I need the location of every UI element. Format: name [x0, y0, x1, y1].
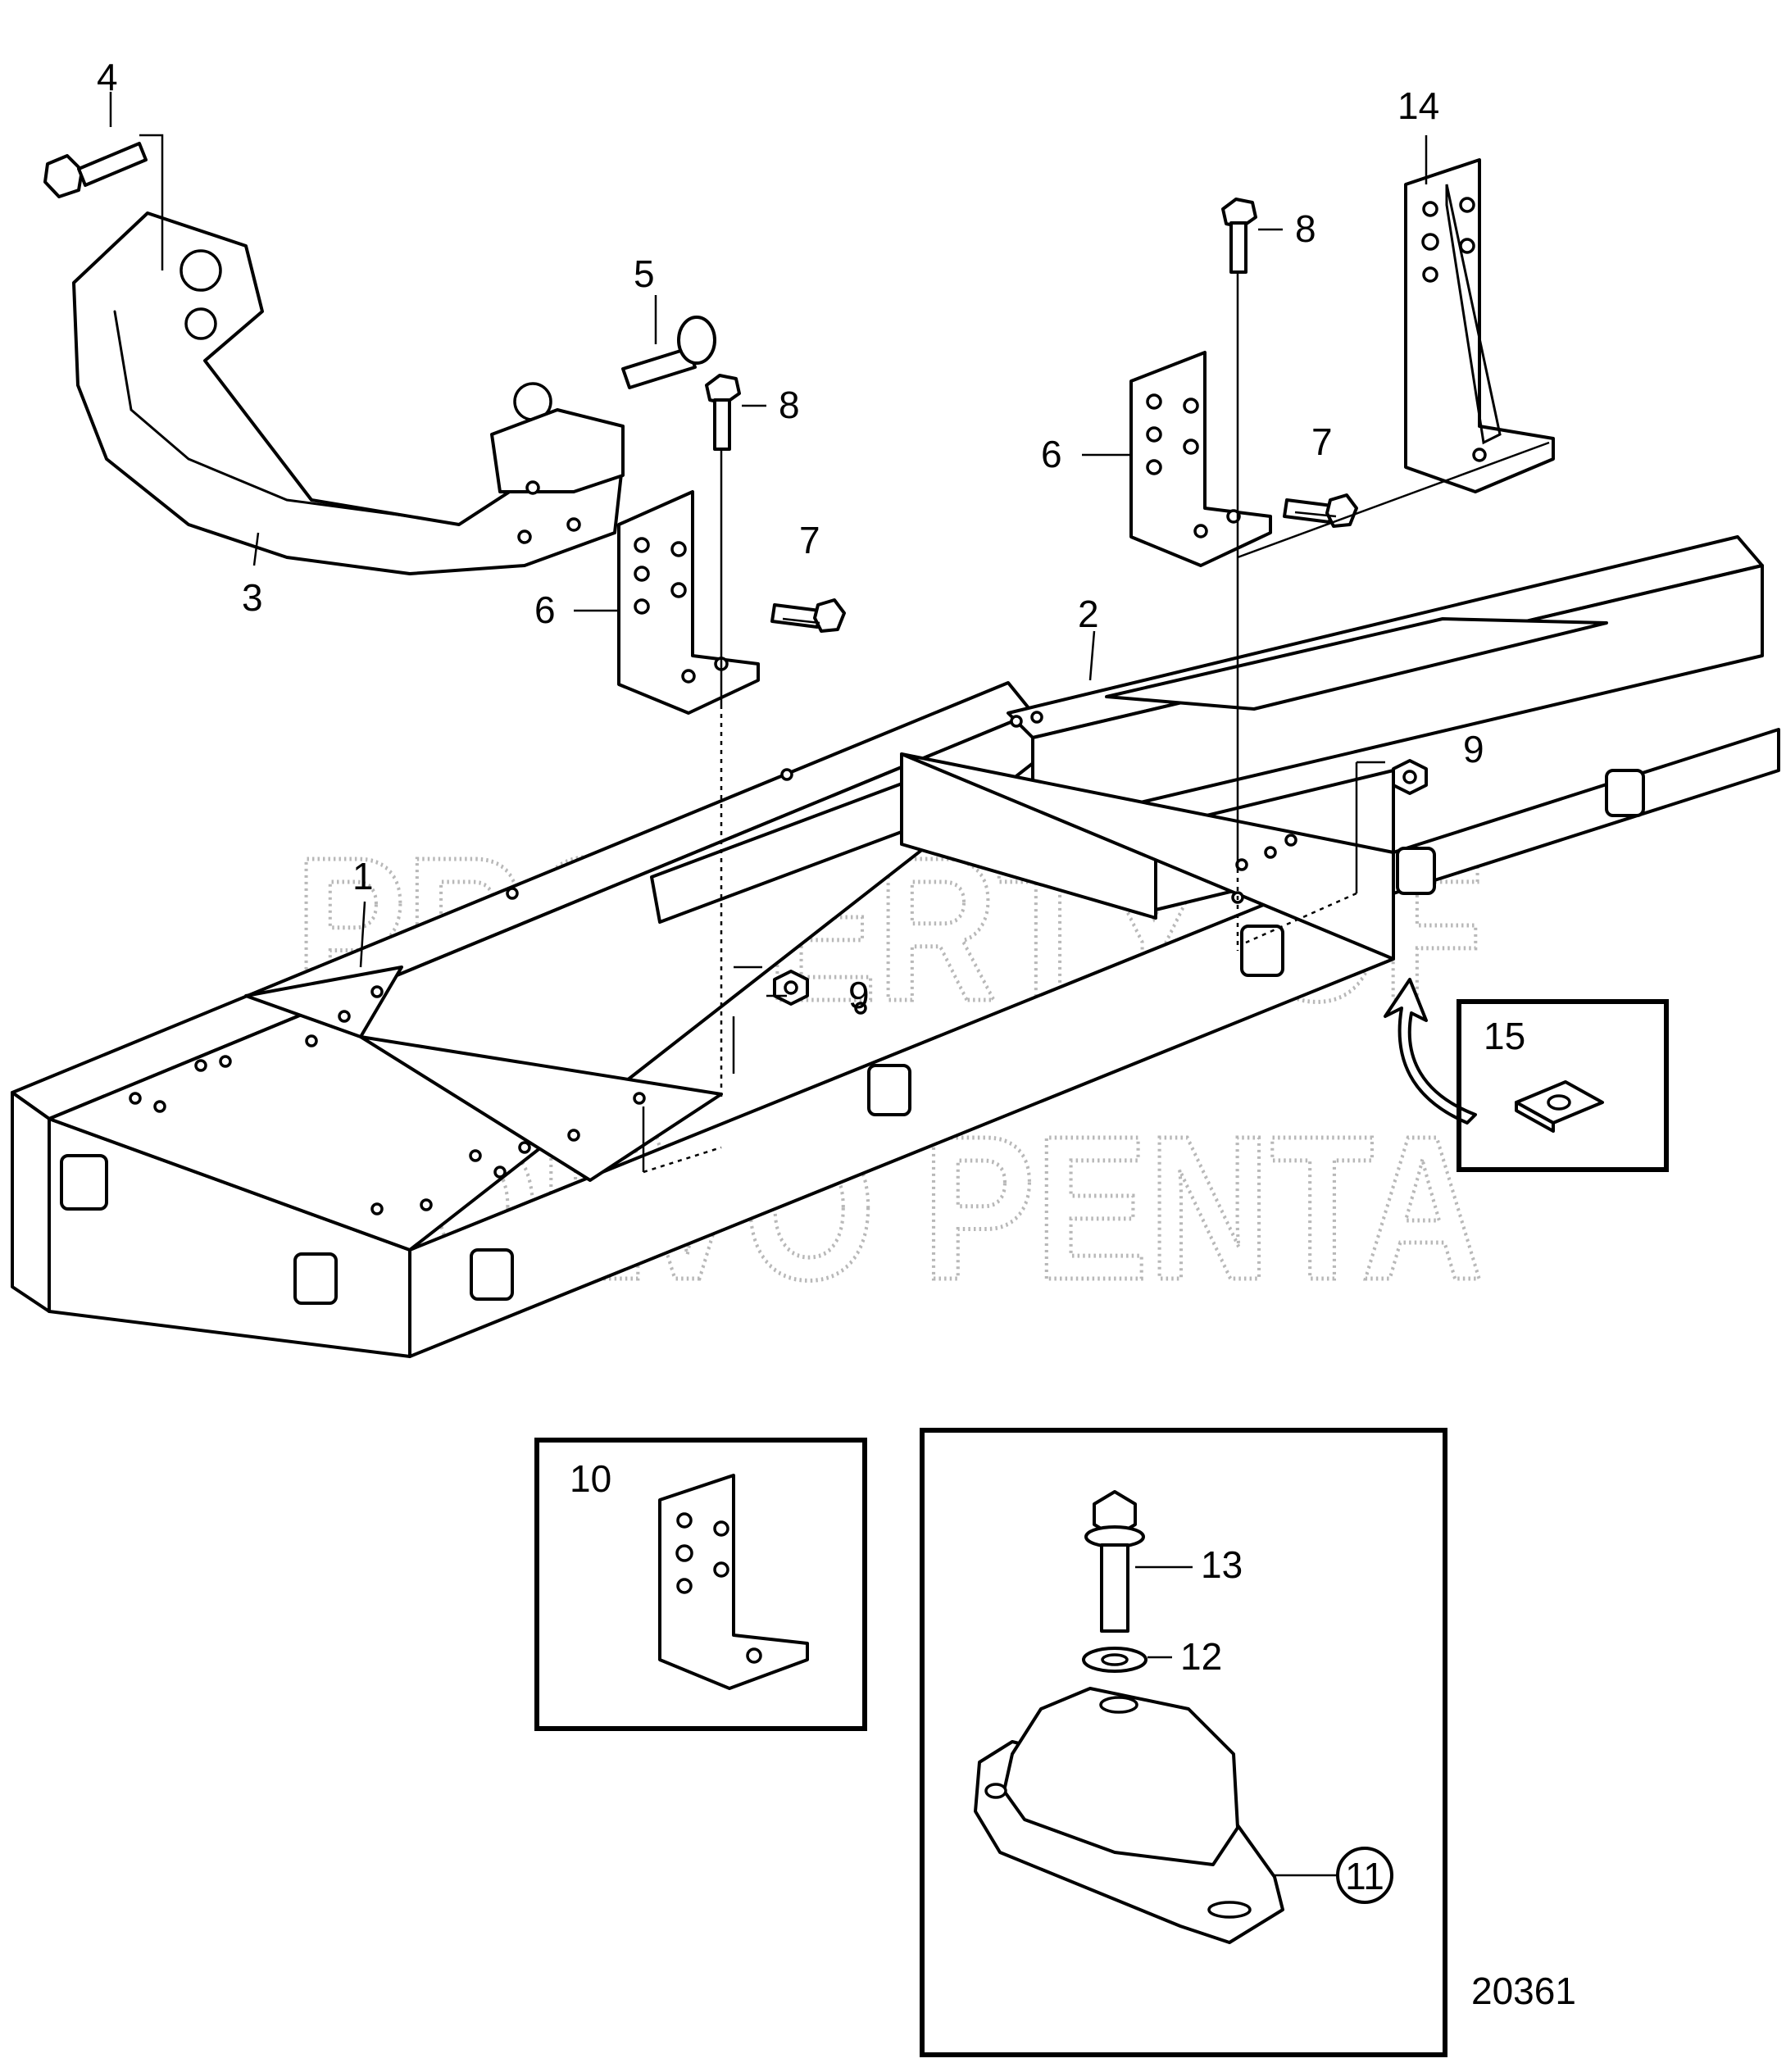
- inset-engine-mount: [920, 1428, 1447, 2057]
- callout-1: 1: [352, 855, 374, 897]
- assembly-leader-lines: [109, 92, 1550, 1174]
- part-6-bracket-left: [617, 490, 760, 715]
- part-8-bolt-left: [705, 374, 741, 451]
- part-13-bolt-head: [1093, 1490, 1137, 1538]
- callout-10: 10: [570, 1457, 611, 1500]
- callout-9-left: 9: [848, 974, 870, 1016]
- callout-11: 11: [1345, 1855, 1384, 1897]
- callout-15: 15: [1484, 1015, 1525, 1057]
- arrow-to-part-15: [1384, 978, 1477, 1125]
- part-9-nut-left: [773, 970, 809, 1006]
- part-7-bolt-right: [1283, 493, 1358, 528]
- callout-6-right: 6: [1041, 433, 1062, 475]
- callout-6-left: 6: [534, 588, 556, 631]
- callout-9-right: 9: [1463, 728, 1484, 770]
- callout-12: 12: [1180, 1635, 1222, 1678]
- part-7-bolt-left: [770, 598, 846, 633]
- callout-3: 3: [242, 576, 263, 619]
- figure-number: 20361: [1471, 1970, 1576, 2012]
- part-9-nut-right: [1392, 759, 1428, 795]
- part-6-bracket-right: [1129, 351, 1272, 567]
- callout-14: 14: [1397, 84, 1439, 127]
- part-8-bolt-right: [1221, 198, 1257, 274]
- inset-part-15: [1457, 999, 1669, 1172]
- part-1-main-frame: [11, 681, 1395, 1358]
- part-2-rear-frame: [900, 535, 1780, 977]
- callout-8-left: 8: [779, 384, 800, 426]
- part-5-bolt: [621, 316, 716, 389]
- callout-13: 13: [1201, 1543, 1243, 1586]
- callout-8-right: 8: [1295, 207, 1316, 250]
- callout-4: 4: [97, 56, 118, 98]
- callout-labels: 4 5 8 8 14 6 7 7 6 3 2 9 1 9 15 10 13 12…: [97, 56, 1576, 2012]
- part-14-bracket: [1404, 158, 1555, 493]
- part-11-rubber-body: [1002, 1687, 1239, 1866]
- callout-7-right: 7: [1311, 420, 1333, 463]
- inset-part-10: [534, 1438, 867, 1731]
- callout-2: 2: [1078, 593, 1099, 635]
- callout-5: 5: [634, 252, 655, 295]
- part-3-engine-bracket: [72, 211, 625, 575]
- callout-7-left: 7: [799, 519, 820, 561]
- part-4-bolt: [43, 142, 148, 198]
